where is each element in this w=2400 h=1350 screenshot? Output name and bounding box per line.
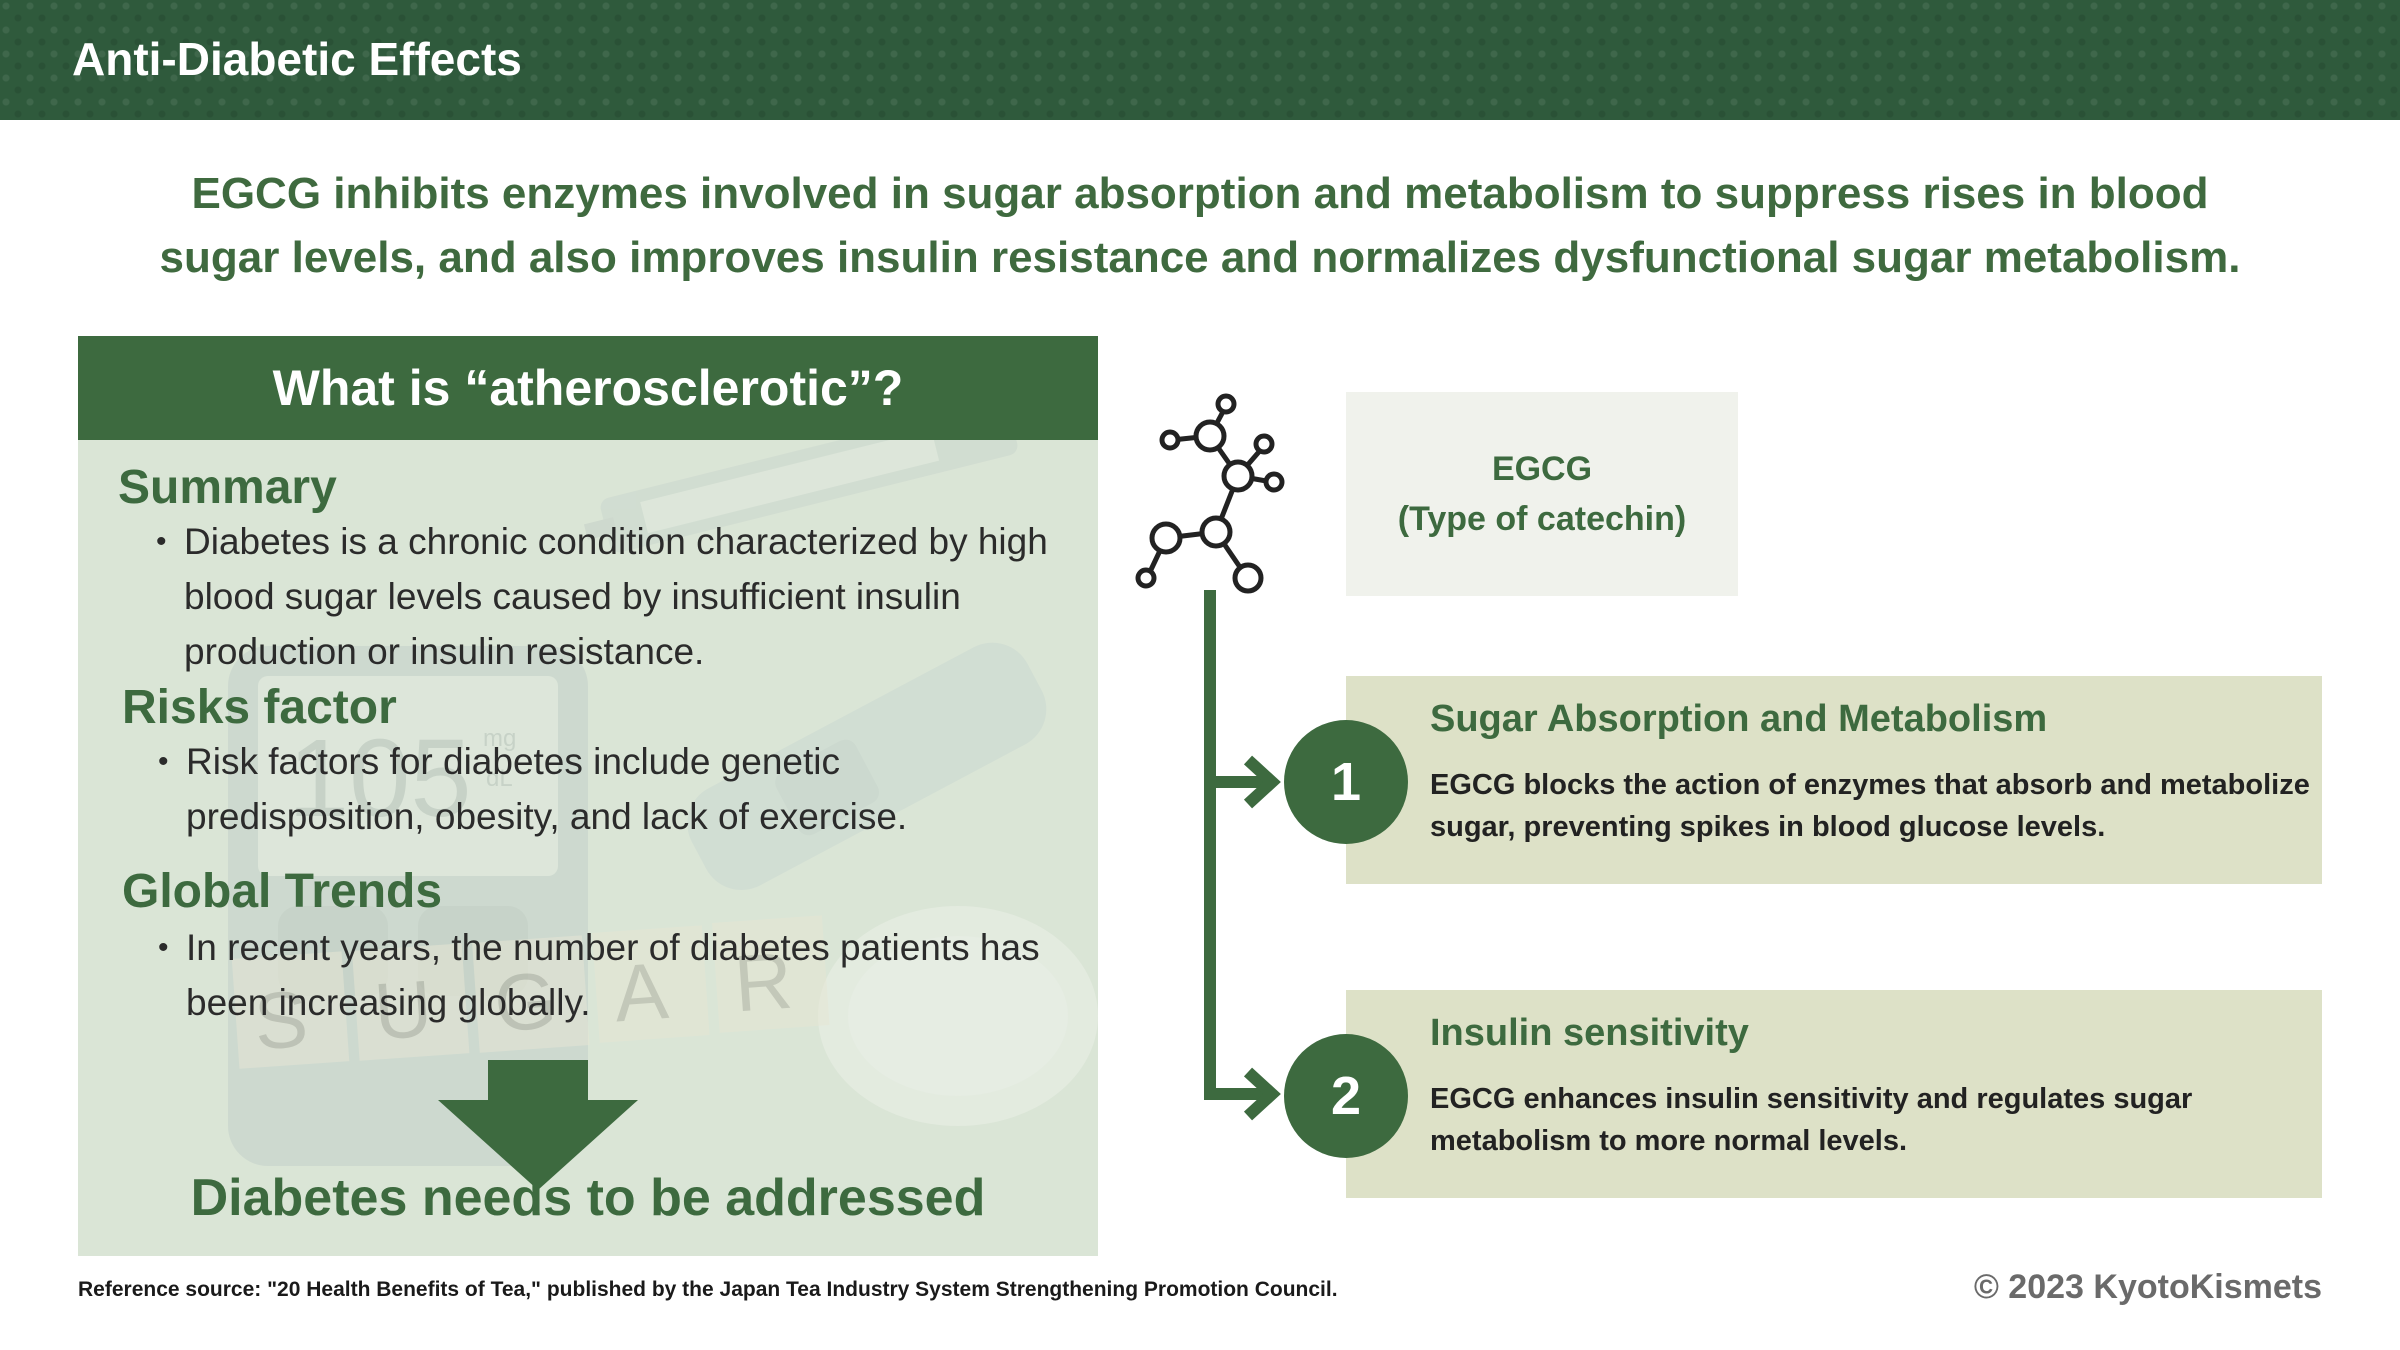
summary-bullet: Diabetes is a chronic condition characte… xyxy=(156,514,1056,679)
effect-text-2: EGCG enhances insulin sensitivity and re… xyxy=(1430,1083,2193,1157)
step-number-2: 2 xyxy=(1284,1034,1408,1158)
step-number-1: 1 xyxy=(1284,720,1408,844)
egcg-label-box: EGCG (Type of catechin) xyxy=(1346,392,1738,596)
down-arrow-icon xyxy=(438,1060,638,1190)
molecule-icon xyxy=(1135,393,1285,594)
effect-title-2: Insulin sensitivity xyxy=(1430,1012,1749,1054)
trends-heading: Global Trends xyxy=(122,865,443,918)
panel-title: What is “atherosclerotic”? xyxy=(78,336,1098,440)
trends-bullet: In recent years, the number of diabetes … xyxy=(158,920,1058,1030)
risks-bullet: Risk factors for diabetes include geneti… xyxy=(158,734,978,844)
effect-title-1: Sugar Absorption and Metabolism xyxy=(1430,698,2048,740)
copyright-notice: © 2023 KyotoKismets xyxy=(1973,1268,2322,1306)
flow-arrow-icon xyxy=(1204,590,1281,1121)
egcg-name: EGCG xyxy=(1491,450,1593,488)
header-banner: Anti-Diabetic Effects xyxy=(0,0,2400,120)
headline-line-2: sugar levels, and also improves insulin … xyxy=(159,233,2241,282)
headline-line-1: EGCG inhibits enzymes involved in sugar … xyxy=(191,169,2209,218)
page-title: Anti-Diabetic Effects xyxy=(72,33,522,85)
egcg-type: (Type of catechin) xyxy=(1397,500,1687,538)
effect-card-2: Insulin sensitivity EGCG enhances insuli… xyxy=(1346,990,2322,1198)
reference-source: Reference source: "20 Health Benefits of… xyxy=(78,1278,1338,1301)
info-panel: 105 mg dL S U G xyxy=(78,336,1098,1256)
risks-heading: Risks factor xyxy=(122,681,397,734)
conclusion-text: Diabetes needs to be addressed xyxy=(190,1169,986,1227)
effect-text-1: EGCG blocks the action of enzymes that a… xyxy=(1430,769,2310,843)
headline: EGCG inhibits enzymes involved in sugar … xyxy=(60,162,2340,290)
summary-heading: Summary xyxy=(118,461,337,514)
effect-card-1: Sugar Absorption and Metabolism EGCG blo… xyxy=(1346,676,2322,884)
